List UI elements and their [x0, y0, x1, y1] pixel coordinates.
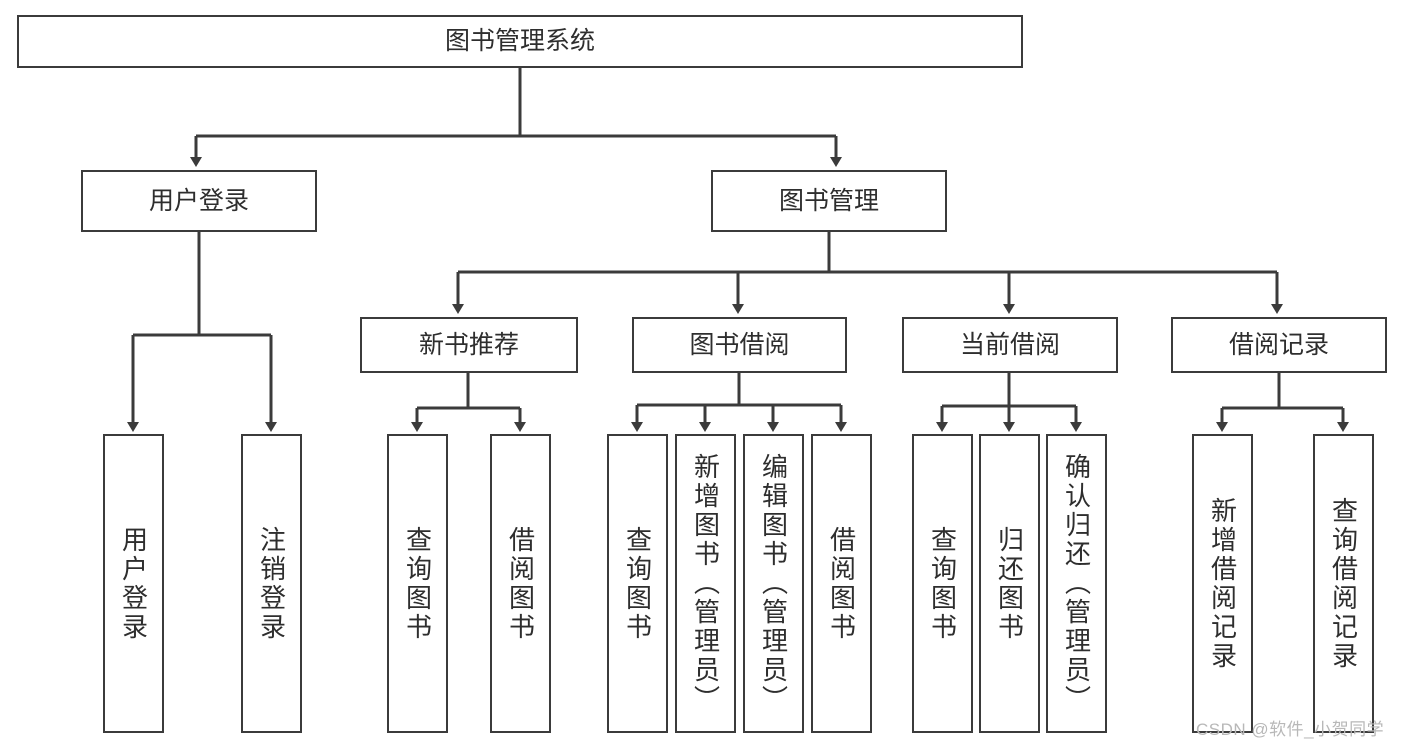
node-leaf-query-book-3[interactable]: 查询图书 — [912, 434, 973, 733]
node-leaf-confirm-return[interactable]: 确认归还（管理员） — [1046, 434, 1107, 733]
node-leaf-add-book[interactable]: 新增图书（管理员） — [675, 434, 736, 733]
node-label: 新增借阅记录 — [1207, 496, 1238, 671]
node-label: 借阅记录 — [1228, 330, 1329, 359]
node-label: 编辑图书（管理员） — [758, 453, 789, 714]
node-label: 新书推荐 — [418, 330, 519, 359]
node-label: 查询图书 — [622, 525, 653, 642]
node-leaf-borrow-book-1[interactable]: 借阅图书 — [490, 434, 551, 733]
node-leaf-add-record[interactable]: 新增借阅记录 — [1192, 434, 1253, 733]
node-label: 查询借阅记录 — [1328, 496, 1359, 671]
node-book-manage[interactable]: 图书管理 — [711, 170, 947, 232]
node-leaf-query-book-1[interactable]: 查询图书 — [387, 434, 448, 733]
node-leaf-logout[interactable]: 注销登录 — [241, 434, 302, 733]
node-label: 借阅图书 — [505, 525, 536, 642]
node-current-borrow[interactable]: 当前借阅 — [902, 317, 1118, 373]
node-borrow-record[interactable]: 借阅记录 — [1171, 317, 1387, 373]
node-root-system[interactable]: 图书管理系统 — [17, 15, 1023, 68]
node-leaf-borrow-book-2[interactable]: 借阅图书 — [811, 434, 872, 733]
node-label: 用户登录 — [118, 525, 149, 642]
node-leaf-edit-book[interactable]: 编辑图书（管理员） — [743, 434, 804, 733]
watermark-text: CSDN @软件_小贺同学 — [1196, 720, 1385, 739]
node-label: 图书管理 — [778, 186, 879, 215]
node-label: 注销登录 — [256, 525, 287, 642]
node-leaf-query-record[interactable]: 查询借阅记录 — [1313, 434, 1374, 733]
node-leaf-return-book[interactable]: 归还图书 — [979, 434, 1040, 733]
node-new-book-recommend[interactable]: 新书推荐 — [360, 317, 578, 373]
node-leaf-user-login[interactable]: 用户登录 — [103, 434, 164, 733]
node-book-borrow[interactable]: 图书借阅 — [632, 317, 847, 373]
node-leaf-query-book-2[interactable]: 查询图书 — [607, 434, 668, 733]
node-label: 归还图书 — [994, 525, 1025, 642]
node-label: 确认归还（管理员） — [1061, 453, 1092, 714]
node-label: 当前借阅 — [959, 330, 1060, 359]
node-label: 新增图书（管理员） — [690, 453, 721, 714]
node-label: 借阅图书 — [826, 525, 857, 642]
node-label: 用户登录 — [148, 186, 249, 215]
node-label: 查询图书 — [927, 525, 958, 642]
node-label: 图书管理系统 — [444, 27, 595, 56]
node-label: 查询图书 — [402, 525, 433, 642]
node-label: 图书借阅 — [689, 330, 790, 359]
node-user-login[interactable]: 用户登录 — [81, 170, 317, 232]
